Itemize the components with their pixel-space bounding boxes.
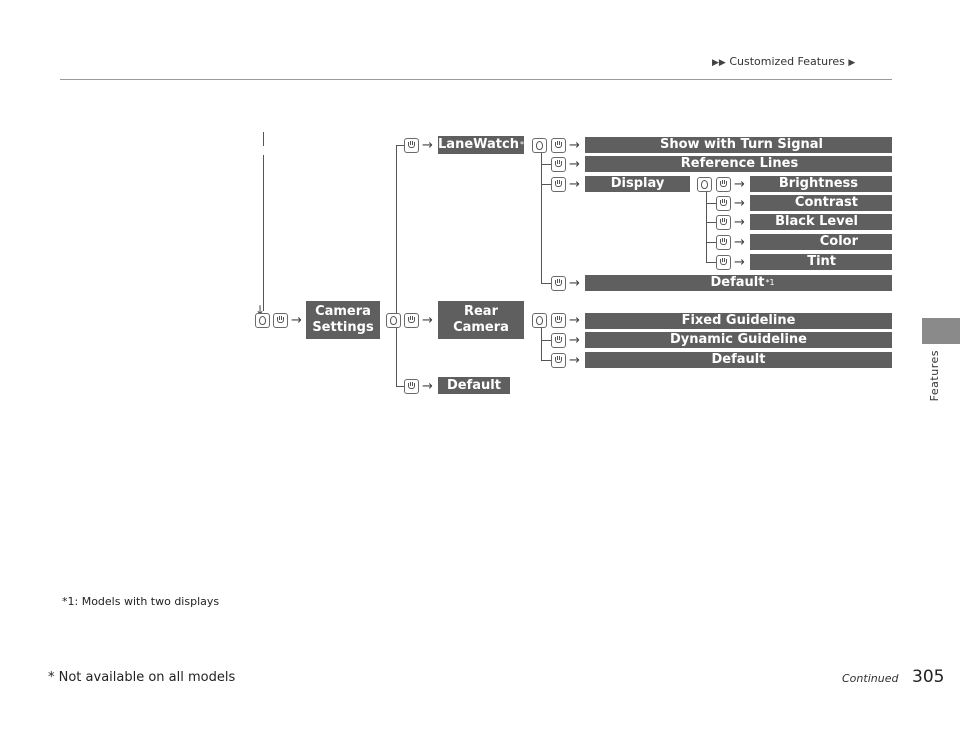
display-label: Display <box>610 176 665 191</box>
footnote: *1: Models with two displays <box>62 595 220 608</box>
entry-tick <box>263 132 264 146</box>
continued-label: Continued <box>842 672 899 685</box>
selector-knob-icon <box>551 313 566 328</box>
selector-knob-icon <box>716 255 731 270</box>
menu-brightness[interactable]: Brightness <box>750 176 892 192</box>
arrow-icon: → <box>734 235 745 250</box>
arrow-icon: → <box>569 333 580 348</box>
selector-knob-icon <box>273 313 288 328</box>
arrow-icon: → <box>734 196 745 211</box>
arrow-icon: → <box>422 313 433 328</box>
camera-settings-line2: Settings <box>312 320 374 335</box>
contrast-label: Contrast <box>794 195 858 210</box>
arrow-icon: → <box>569 276 580 291</box>
tint-label: Tint <box>807 254 836 269</box>
availability-note: * Not available on all models <box>48 670 236 685</box>
home-button-icon <box>386 313 401 328</box>
menu-display[interactable]: Display <box>585 176 690 192</box>
breadcrumb-arrows-icon: ▶▶ <box>712 58 726 68</box>
selector-knob-icon <box>551 353 566 368</box>
lanewatch-default-note-mark: *1 <box>765 278 775 287</box>
selector-knob-icon <box>551 333 566 348</box>
arrow-icon: → <box>734 255 745 270</box>
selector-knob-icon <box>716 215 731 230</box>
selector-knob-icon <box>551 177 566 192</box>
rear-default-label: Default <box>711 352 766 367</box>
menu-color[interactable]: Color <box>750 234 892 250</box>
default-label: Default <box>447 377 501 393</box>
menu-rear-camera[interactable]: Rear Camera <box>438 301 524 339</box>
selector-knob-icon <box>404 379 419 394</box>
selector-knob-icon <box>404 138 419 153</box>
home-button-icon <box>255 313 270 328</box>
lanewatch-note-mark: * <box>519 140 524 149</box>
down-arrow-icon: ↓ <box>255 303 266 317</box>
selector-knob-icon <box>551 138 566 153</box>
brightness-label: Brightness <box>778 176 858 191</box>
menu-camera-settings[interactable]: Camera Settings <box>306 301 380 339</box>
arrow-icon: → <box>422 379 433 394</box>
arrow-icon: → <box>422 138 433 153</box>
show-turn-signal-label: Show with Turn Signal <box>659 137 824 152</box>
menu-black-level[interactable]: Black Level <box>750 214 892 230</box>
menu-contrast[interactable]: Contrast <box>750 195 892 211</box>
fixed-guideline-label: Fixed Guideline <box>681 313 796 328</box>
selector-knob-icon <box>716 177 731 192</box>
level1-trunk <box>396 145 397 386</box>
selector-knob-icon <box>404 313 419 328</box>
header-rule <box>60 79 892 80</box>
arrow-icon: → <box>569 177 580 192</box>
header-title: Customized Features <box>729 55 845 68</box>
arrow-icon: → <box>569 157 580 172</box>
menu-default[interactable]: Default <box>438 377 510 394</box>
selector-knob-icon <box>551 157 566 172</box>
menu-fixed-guideline[interactable]: Fixed Guideline <box>585 313 892 329</box>
selector-knob-icon <box>716 196 731 211</box>
arrow-icon: → <box>569 353 580 368</box>
arrow-icon: → <box>569 138 580 153</box>
menu-lanewatch-default[interactable]: Default*1 <box>585 275 892 291</box>
home-button-icon <box>697 177 712 192</box>
menu-show-with-turn-signal[interactable]: Show with Turn Signal <box>585 137 892 153</box>
menu-tint[interactable]: Tint <box>750 254 892 270</box>
lanewatch-trunk <box>541 145 542 283</box>
menu-lanewatch[interactable]: LaneWatch* <box>438 136 524 154</box>
running-header: ▶▶ Customized Features ▶ <box>712 55 855 68</box>
selector-knob-icon <box>551 276 566 291</box>
camera-settings-line1: Camera <box>315 304 371 319</box>
menu-rear-default[interactable]: Default <box>585 352 892 368</box>
color-label: Color <box>819 234 858 249</box>
arrow-icon: → <box>569 313 580 328</box>
entry-line <box>263 155 264 311</box>
arrow-icon: → <box>734 177 745 192</box>
lanewatch-default-label: Default <box>710 275 765 290</box>
black-level-label: Black Level <box>775 214 858 229</box>
selector-knob-icon <box>716 235 731 250</box>
display-trunk <box>706 184 707 262</box>
page-number: 305 <box>912 667 945 687</box>
section-tab-label: Features <box>928 350 941 402</box>
rear-camera-line2: Camera <box>453 320 509 335</box>
dynamic-guideline-label: Dynamic Guideline <box>669 332 807 347</box>
rear-camera-line1: Rear <box>463 304 498 319</box>
section-tab <box>922 318 960 344</box>
home-button-icon <box>532 138 547 153</box>
menu-reference-lines[interactable]: Reference Lines <box>585 156 892 172</box>
lanewatch-label: LaneWatch <box>438 137 519 152</box>
breadcrumb-arrow-icon: ▶ <box>848 58 856 68</box>
home-button-icon <box>532 313 547 328</box>
arrow-icon: → <box>734 215 745 230</box>
menu-dynamic-guideline[interactable]: Dynamic Guideline <box>585 332 892 348</box>
arrow-icon: → <box>291 313 302 328</box>
reference-lines-label: Reference Lines <box>680 156 799 171</box>
